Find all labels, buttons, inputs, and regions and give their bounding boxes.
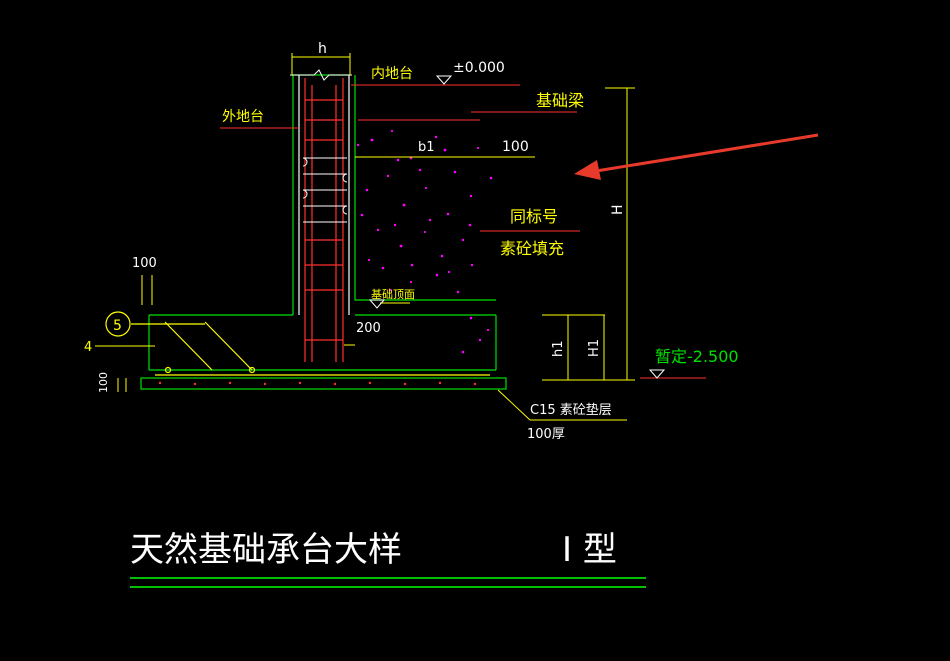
wall: [298, 75, 350, 315]
height-h1-label: h1: [551, 340, 566, 357]
same-mark-label: 同标号: [510, 207, 558, 226]
leader-lines: [220, 84, 706, 379]
wall-width-label: h: [318, 41, 327, 57]
dim-100-vertical-label: 100: [97, 372, 110, 393]
elevation-marks: [368, 75, 666, 379]
elevation-zero-label: ±0.000: [453, 60, 505, 76]
cushion-dots: [158, 381, 477, 386]
outer-ground-label: 外地台: [222, 109, 264, 125]
beam-stirrups: [302, 157, 348, 223]
drawing-type: I 型: [562, 530, 617, 570]
inner-ground-label: 内地台: [371, 66, 413, 82]
drawing-title: 天然基础承台大样: [130, 530, 402, 570]
footing-rebar: [131, 321, 490, 376]
wall-rebar: [304, 78, 344, 362]
rebar-mark-5-label: 5: [113, 318, 122, 334]
cushion-layer-label: C15 素砼垫层: [530, 402, 612, 418]
foundation-top-label: 基础顶面: [371, 288, 415, 301]
concrete-fill-hatch: [356, 129, 493, 354]
dim-200-label: 200: [356, 321, 381, 336]
arrow-annotation: [574, 133, 819, 180]
rebar-4-label: 4: [84, 340, 92, 355]
rebar-mark-5-circle: [105, 311, 131, 337]
dim-100-top-label: 100: [502, 139, 529, 155]
height-H1-label: H1: [587, 339, 602, 357]
foundation-beam-label: 基础梁: [536, 91, 584, 110]
b1-label: b1: [418, 140, 435, 155]
temp-elevation-label: 暂定-2.500: [655, 347, 739, 366]
plain-concrete-fill-label: 素砼填充: [500, 239, 564, 258]
dimension-lines: [117, 53, 635, 421]
cushion-thickness-label: 100厚: [527, 427, 565, 442]
wall-break-line: [290, 69, 352, 81]
height-H-label: H: [610, 204, 626, 215]
title-rule: [130, 577, 646, 588]
concrete-outline: [140, 74, 507, 390]
dim-100-left-label: 100: [132, 256, 157, 271]
